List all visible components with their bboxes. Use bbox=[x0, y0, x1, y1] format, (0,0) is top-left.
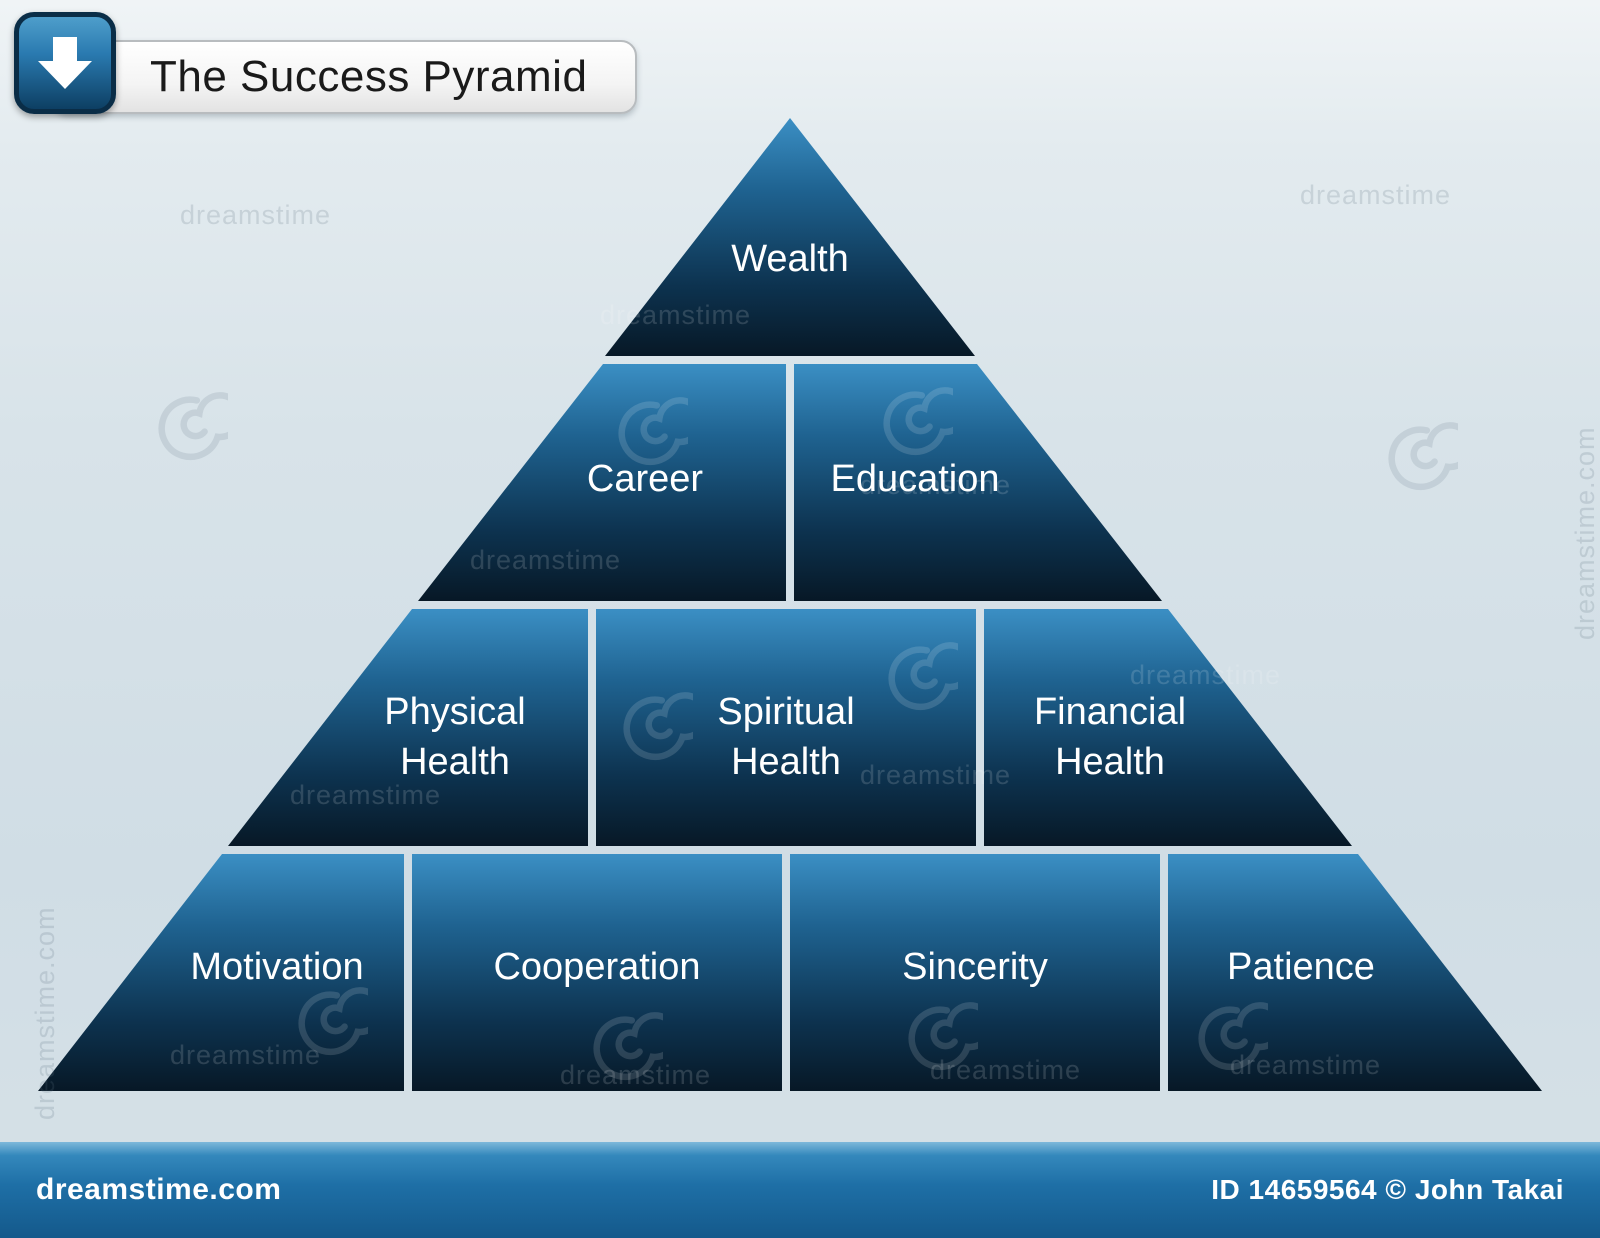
label-patience: Patience bbox=[1227, 946, 1375, 989]
watermark-text: dreamstime bbox=[600, 300, 752, 330]
label-motivation: Motivation bbox=[190, 946, 364, 989]
watermark-text: dreamstime bbox=[290, 780, 442, 810]
watermark-swirl-icon bbox=[1380, 420, 1458, 498]
label-physical-health: Physical Health bbox=[384, 691, 526, 783]
pyramid-block-cooperation bbox=[412, 854, 782, 1091]
page-title-text: The Success Pyramid bbox=[150, 52, 588, 101]
page-title: The Success Pyramid bbox=[52, 40, 638, 114]
watermark-swirl-icon bbox=[150, 390, 228, 468]
watermark-text: dreamstime bbox=[930, 1055, 1082, 1085]
footer-credit-text: ID 14659564 © John Takai bbox=[1211, 1174, 1564, 1205]
watermark-swirl-icon bbox=[615, 690, 693, 768]
watermark-swirl-icon bbox=[610, 395, 688, 473]
watermark-text: dreamstime bbox=[180, 200, 332, 230]
pyramid-block-patience bbox=[1168, 854, 1542, 1091]
down-arrow-icon bbox=[14, 12, 116, 114]
label-spiritual-health: Spiritual Health bbox=[717, 691, 855, 783]
pyramid-block-spiritual-health bbox=[596, 609, 976, 846]
watermark-text: dreamstime bbox=[860, 470, 1012, 500]
down-arrow-head bbox=[38, 61, 92, 89]
pyramid-block-physical-health bbox=[228, 609, 588, 846]
pyramid-block-motivation bbox=[38, 854, 404, 1091]
watermark-text: dreamstime bbox=[1230, 1050, 1382, 1080]
watermark-swirl-icon bbox=[880, 640, 958, 718]
pyramid-block-wealth bbox=[605, 118, 975, 356]
label-cooperation: Cooperation bbox=[493, 946, 701, 989]
watermark-text: dreamstime bbox=[1300, 180, 1452, 210]
pyramid-block-career bbox=[418, 364, 786, 601]
down-arrow-shaft bbox=[53, 37, 77, 61]
label-education: Education bbox=[830, 458, 1000, 501]
label-career: Career bbox=[586, 458, 704, 501]
label-financial-health: Financial Health bbox=[1033, 691, 1187, 783]
footer-site-text: dreamstime.com bbox=[36, 1173, 282, 1206]
watermark-text: dreamstime bbox=[470, 545, 622, 575]
watermark-text: dreamstime bbox=[170, 1040, 322, 1070]
watermark-swirl-icon bbox=[875, 385, 953, 463]
watermark-text: dreamstime bbox=[860, 760, 1012, 790]
label-sincerity: Sincerity bbox=[902, 946, 1048, 989]
label-wealth: Wealth bbox=[731, 238, 849, 281]
credit-bar: dreamstime.com ID 14659564 © John Takai bbox=[0, 1142, 1600, 1238]
watermark-text: dreamstime bbox=[560, 1060, 712, 1090]
watermark-text: dreamstime bbox=[1130, 660, 1282, 690]
watermark-text: dreamstime.com bbox=[1570, 426, 1600, 640]
pyramid-block-sincerity bbox=[790, 854, 1160, 1091]
pyramid-block-financial-health bbox=[984, 609, 1352, 846]
watermark-text: dreamstime.com bbox=[30, 906, 60, 1120]
